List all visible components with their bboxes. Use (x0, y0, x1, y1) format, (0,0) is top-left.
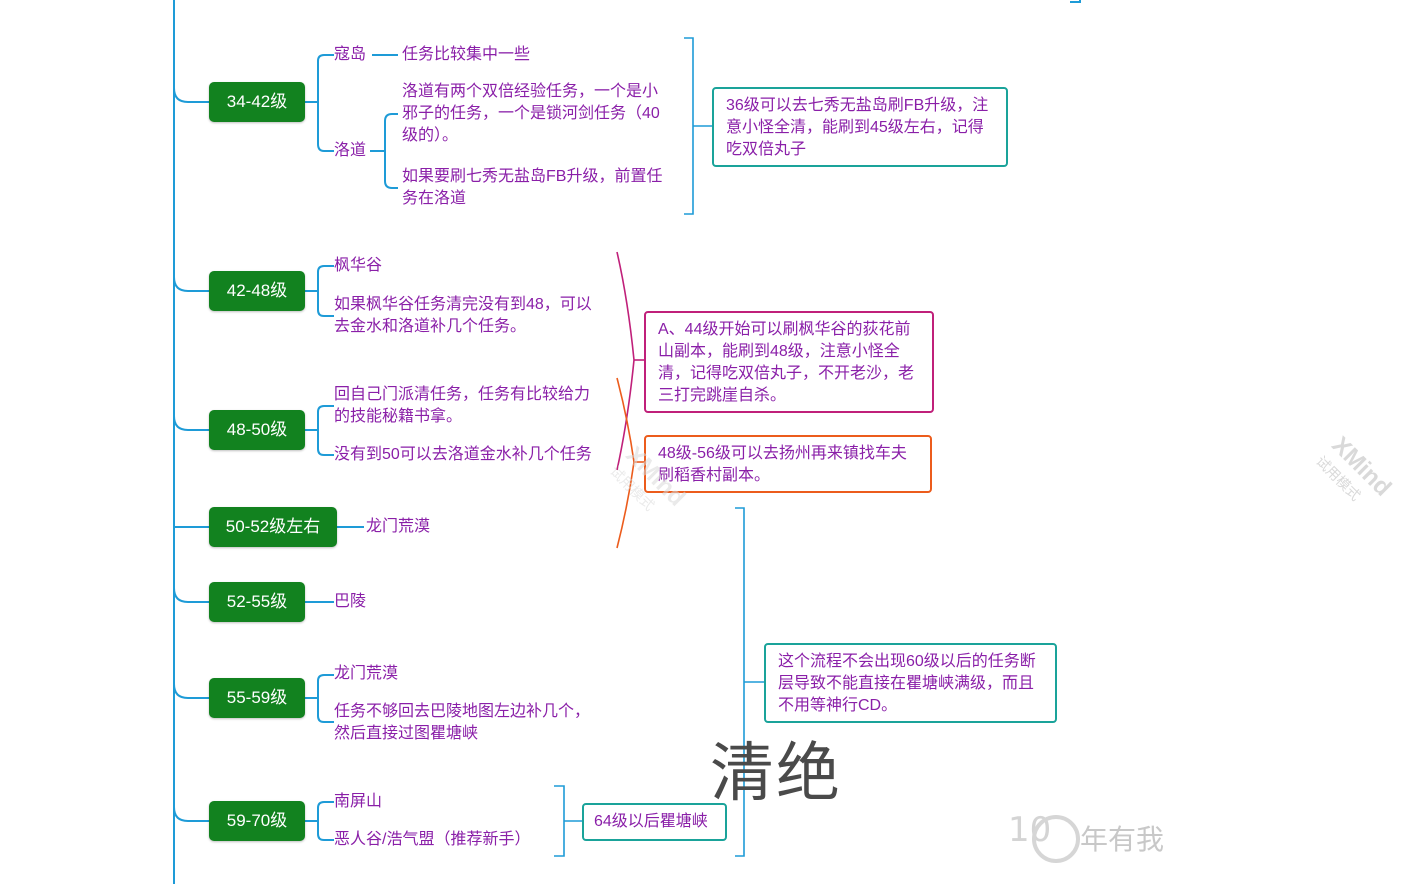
note-qu-tang[interactable]: 这个流程不会出现60级以后的任务断 层导致不能直接在瞿塘峡满级，而且 不用等神行… (764, 643, 1057, 723)
leaf-ba-ling[interactable]: 巴陵 (334, 593, 367, 610)
text-line: 这个流程不会出现60级以后的任务断 (778, 653, 1036, 670)
note-feng-hua-fb[interactable]: A、44级开始可以刷枫华谷的荻花前 山副本，能刷到48级，注意小怪全 清，记得吃… (644, 311, 934, 413)
level-node-34-42[interactable]: 34-42级 (209, 82, 305, 122)
text-line: 如果要刷七秀无盐岛FB升级，前置任 (402, 168, 663, 185)
leaf-luo-dao[interactable]: 洛道 (334, 142, 367, 159)
text-line: 36级可以去七秀无盐岛刷FB升级，注 (726, 97, 989, 114)
leaf-nan-ping-shan[interactable]: 南屏山 (334, 793, 383, 810)
level-node-48-50[interactable]: 48-50级 (209, 410, 305, 450)
text-line: 的技能秘籍书拿。 (334, 408, 463, 425)
text-line: 任务不够回去巴陵地图左边补几个， (334, 703, 591, 720)
note-level-64[interactable]: 64级以后瞿塘峡 (582, 803, 727, 841)
leaf-ba-ling-detail[interactable]: 任务不够回去巴陵地图左边补几个， 然后直接过图瞿塘峡 (334, 701, 590, 745)
leaf-feng-hua-gu[interactable]: 枫华谷 (334, 257, 383, 274)
text-line: 吃双倍丸子 (726, 141, 807, 158)
text-line: A、44级开始可以刷枫华谷的荻花前 (658, 321, 911, 338)
note-dao-xiang[interactable]: 48级-56级可以去扬州再来镇找车夫 刷稻香村副本。 (644, 435, 932, 493)
text-line: 不用等神行CD。 (778, 697, 898, 714)
text-line: 然后直接过图瞿塘峡 (334, 725, 479, 742)
leaf-kou-dao[interactable]: 寇岛 (334, 46, 367, 63)
text-line: 回自己门派清任务，任务有比较给力 (334, 386, 591, 403)
text-line: 刷稻香村副本。 (658, 467, 771, 484)
note-qi-xiu[interactable]: 36级可以去七秀无盐岛刷FB升级，注 意小怪全清，能刷到45级左右，记得 吃双倍… (712, 87, 1008, 167)
text-line: 三打完跳崖自杀。 (658, 387, 787, 404)
text-line: 层导致不能直接在瞿塘峡满级，而且 (778, 675, 1035, 692)
text-line: 如果枫华谷任务清完没有到48，可以 (334, 296, 592, 313)
text-line: 山副本，能刷到48级，注意小怪全 (658, 343, 900, 360)
level-node-55-59[interactable]: 55-59级 (209, 678, 305, 718)
leaf-mei-dao-50[interactable]: 没有到50可以去洛道金水补几个任务 (334, 446, 592, 463)
level-node-50-52[interactable]: 50-52级左右 (209, 507, 337, 547)
level-node-59-70[interactable]: 59-70级 (209, 801, 305, 841)
leaf-long-men-2[interactable]: 龙门荒漠 (334, 665, 399, 682)
text-line: 务在洛道 (402, 190, 467, 207)
text-line: 48级-56级可以去扬州再来镇找车夫 (658, 445, 907, 462)
leaf-hui-men-pai[interactable]: 回自己门派清任务，任务有比较给力 的技能秘籍书拿。 (334, 384, 590, 428)
text-line: 邪子的任务，一个是锁河剑任务（40 (402, 105, 660, 122)
leaf-long-men-1[interactable]: 龙门荒漠 (366, 518, 431, 535)
logo-ring-icon (1032, 815, 1080, 863)
text-line: 清，记得吃双倍丸子，不开老沙，老 (658, 365, 915, 382)
leaf-feng-hua-gu-detail[interactable]: 如果枫华谷任务清完没有到48，可以 去金水和洛道补几个任务。 (334, 294, 592, 338)
level-node-42-48[interactable]: 42-48级 (209, 271, 305, 311)
level-node-52-55[interactable]: 52-55级 (209, 582, 305, 622)
leaf-luo-dao-detail-2[interactable]: 如果要刷七秀无盐岛FB升级，前置任 务在洛道 (402, 166, 662, 210)
logo-text: 年有我 (1080, 823, 1165, 856)
signature-overlay: 清绝 (710, 737, 842, 811)
leaf-kou-dao-detail[interactable]: 任务比较集中一些 (402, 46, 531, 63)
leaf-luo-dao-detail-1[interactable]: 洛道有两个双倍经验任务，一个是小 邪子的任务，一个是锁河剑任务（40 级的）。 (402, 81, 660, 147)
leaf-e-ren-gu[interactable]: 恶人谷/浩气盟（推荐新手） (334, 831, 531, 848)
text-line: 级的）。 (402, 127, 459, 144)
text-line: 意小怪全清，能刷到45级左右，记得 (726, 119, 984, 136)
text-line: 洛道有两个双倍经验任务，一个是小 (402, 83, 659, 100)
text-line: 去金水和洛道补几个任务。 (334, 318, 527, 335)
